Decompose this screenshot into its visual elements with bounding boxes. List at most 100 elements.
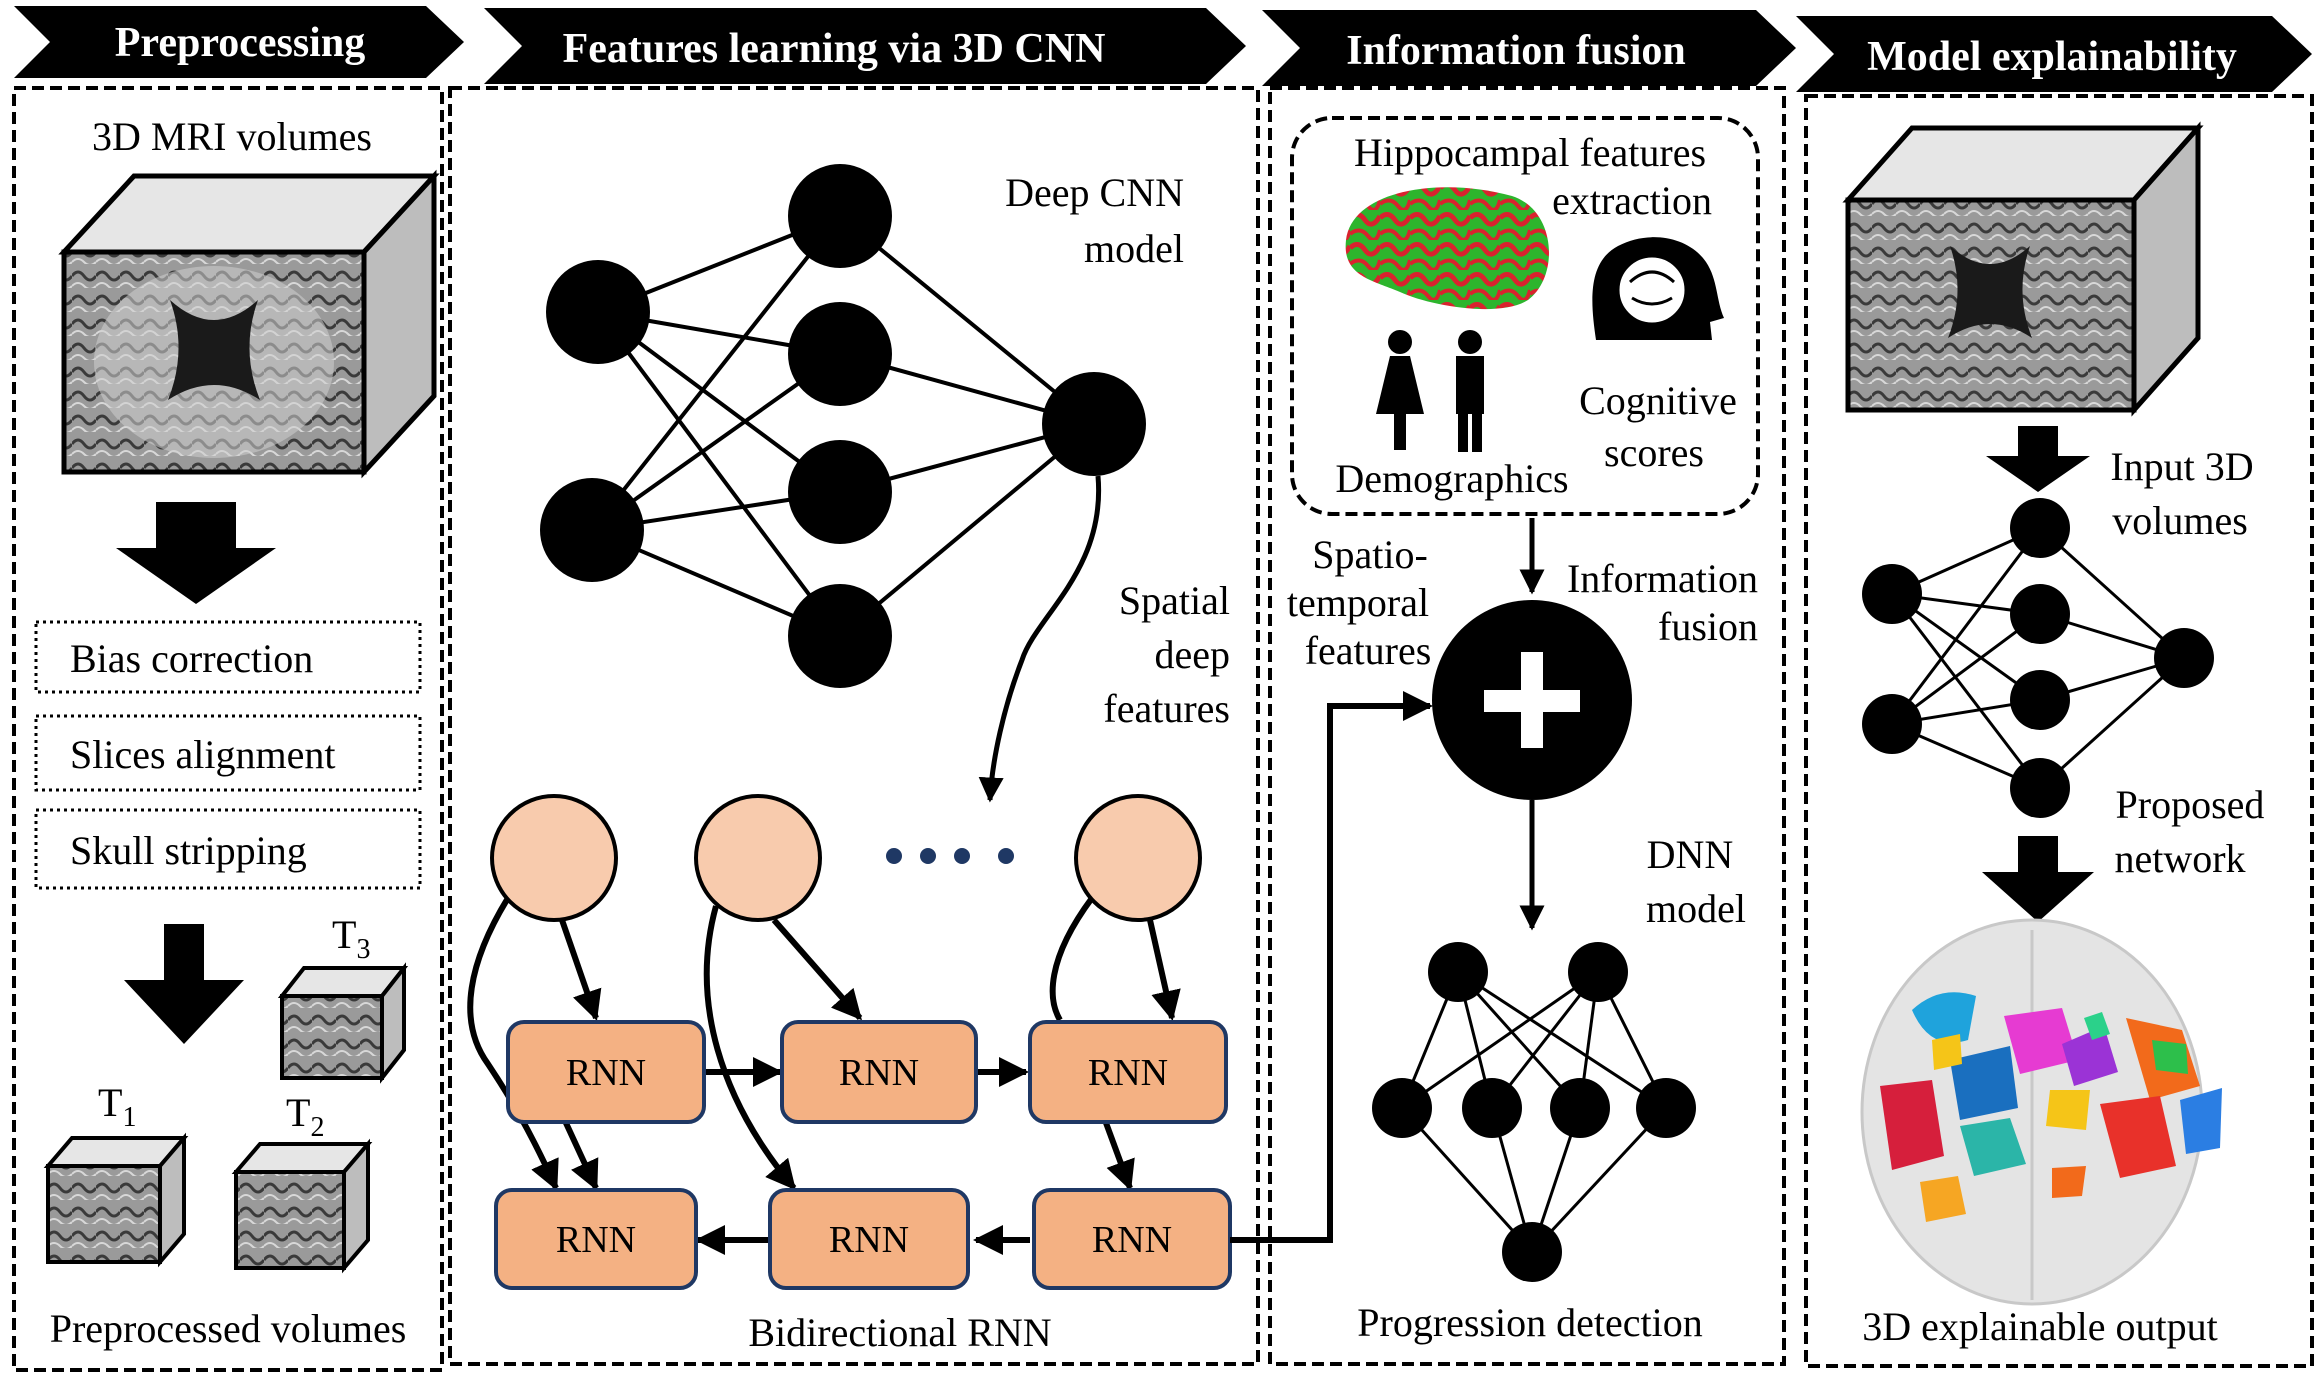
proposed-network-label-2: network	[2114, 836, 2245, 881]
preprocess-down-arrow	[116, 502, 276, 604]
panel-features	[448, 86, 1260, 1366]
spatial-label-2: deep	[1154, 632, 1230, 677]
rnn-backward-cell-3: RNN	[1032, 1188, 1232, 1290]
rnn-input-nodes	[490, 794, 1202, 922]
proposed-node-4	[2010, 584, 2070, 644]
preprocess-down-arrow-2	[124, 924, 244, 1044]
progression-detection-label: Progression detection	[1357, 1300, 1703, 1345]
dnn-node-2	[1568, 942, 1628, 1002]
header-fusion: Information fusion	[1262, 10, 1796, 86]
dnn-node-1	[1428, 942, 1488, 1002]
step-skull-stripping: Skull stripping	[70, 828, 307, 873]
proposed-node-2	[1862, 694, 1922, 754]
spatio-label-1: Spatio-	[1312, 532, 1428, 577]
rnn-backward-1-label: RNN	[556, 1219, 636, 1261]
panel-fusion	[1268, 86, 1786, 1366]
proposed-node-7	[2154, 628, 2214, 688]
proposed-node-1	[1862, 564, 1922, 624]
explainable-output-label: 3D explainable output	[1862, 1304, 2217, 1349]
step-slices-alignment-box	[34, 714, 422, 792]
header-fusion-title: Information fusion	[1346, 28, 1686, 74]
head-brain-icon	[1592, 237, 1724, 340]
timepoint-t1-label: T1	[98, 1080, 136, 1133]
spatial-label-1: Spatial	[1119, 578, 1230, 623]
preprocessed-volumes-label: Preprocessed volumes	[50, 1306, 407, 1351]
header-features-title: Features learning via 3D CNN	[563, 26, 1106, 72]
people-icon	[1376, 330, 1484, 452]
header-features: Features learning via 3D CNN	[484, 8, 1246, 84]
dnn-network	[1372, 942, 1696, 1282]
dnn-label-2: model	[1646, 886, 1746, 931]
cnn-node-in-2	[540, 478, 644, 582]
cortex-brain-icon	[1345, 187, 1549, 310]
rnn-input-node-2	[694, 794, 822, 922]
cnn-node-in-1	[546, 260, 650, 364]
timepoint-t2-label: T2	[286, 1090, 324, 1143]
proposed-network-label-1: Proposed	[2116, 782, 2265, 827]
ellipsis-dots	[886, 848, 1014, 864]
proposed-node-5	[2010, 670, 2070, 730]
bidirectional-rnn-label: Bidirectional RNN	[748, 1310, 1051, 1355]
explain-down-arrow-1	[1986, 426, 2090, 492]
hippocampal-label-1: Hippocampal features	[1354, 130, 1706, 175]
panel-preprocessing	[12, 86, 444, 1372]
rnn-forward-3-label: RNN	[1088, 1052, 1168, 1094]
cnn-node-out	[1042, 372, 1146, 476]
cognitive-label-2: scores	[1604, 430, 1704, 475]
rnn-backward-cell-1: RNN	[494, 1188, 698, 1290]
info-fusion-label-1: Information	[1567, 556, 1758, 601]
small-cube-t3	[277, 962, 409, 1084]
header-explainability: Model explainability	[1796, 16, 2312, 92]
step-bias-correction: Bias correction	[70, 636, 313, 681]
header-preprocessing-title: Preprocessing	[115, 20, 365, 66]
cnn-node-hidden-2	[788, 302, 892, 406]
fusion-plus-icon	[1432, 600, 1632, 800]
rnn-forward-2-label: RNN	[839, 1052, 919, 1094]
cnn-node-hidden-4	[788, 584, 892, 688]
cnn-node-hidden-3	[788, 440, 892, 544]
spatio-label-3: features	[1305, 628, 1432, 673]
rnn-forward-cell-1: RNN	[506, 1020, 706, 1124]
explainable-brain-heatmap	[1860, 918, 2222, 1306]
dnn-node-5	[1550, 1078, 1610, 1138]
rnn-forward-cell-3: RNN	[1028, 1020, 1228, 1124]
dnn-node-4	[1462, 1078, 1522, 1138]
rnn-input-node-1	[490, 794, 618, 922]
info-fusion-label-2: fusion	[1658, 604, 1758, 649]
dnn-label-1: DNN	[1647, 832, 1734, 877]
rnn-backward-3-label: RNN	[1092, 1219, 1172, 1261]
rnn-forward-1-label: RNN	[566, 1052, 646, 1094]
input-volumes-label-2: volumes	[2112, 498, 2248, 543]
proposed-node-3	[2010, 498, 2070, 558]
step-skull-stripping-box	[34, 808, 422, 890]
spatial-features-arrow	[978, 475, 1102, 803]
dnn-node-3	[1372, 1078, 1432, 1138]
explain-down-arrow-2	[1982, 836, 2094, 922]
step-slices-alignment: Slices alignment	[70, 732, 336, 777]
rnn-forward-cell-2: RNN	[780, 1020, 978, 1124]
cnn-node-hidden-1	[788, 164, 892, 268]
rnn-backward-2-label: RNN	[829, 1219, 909, 1261]
spatiotemporal-arrow	[1230, 691, 1433, 1243]
small-cube-t2	[231, 1138, 373, 1274]
dnn-node-6	[1636, 1078, 1696, 1138]
step-bias-correction-box	[34, 620, 422, 694]
rnn-backward-cell-2: RNN	[768, 1188, 970, 1290]
proposed-network	[1862, 498, 2214, 818]
input-volumes-label-1: Input 3D	[2110, 444, 2253, 489]
header-explainability-title: Model explainability	[1867, 34, 2237, 80]
dnn-node-7	[1502, 1222, 1562, 1282]
spatio-label-2: temporal	[1287, 580, 1429, 625]
rnn-input-node-3	[1074, 794, 1202, 922]
mri-cube-explain-image	[1842, 121, 2204, 417]
small-cube-t1	[43, 1132, 189, 1268]
mri-cube-image	[58, 169, 440, 479]
panel-explainability	[1804, 94, 2314, 1368]
hippocampal-label-2: extraction	[1552, 178, 1712, 223]
demographics-label: Demographics	[1335, 456, 1568, 501]
deep-cnn-label-1: Deep CNN	[1005, 170, 1184, 215]
header-preprocessing: Preprocessing	[14, 6, 464, 78]
deep-cnn-label-2: model	[1084, 226, 1184, 271]
